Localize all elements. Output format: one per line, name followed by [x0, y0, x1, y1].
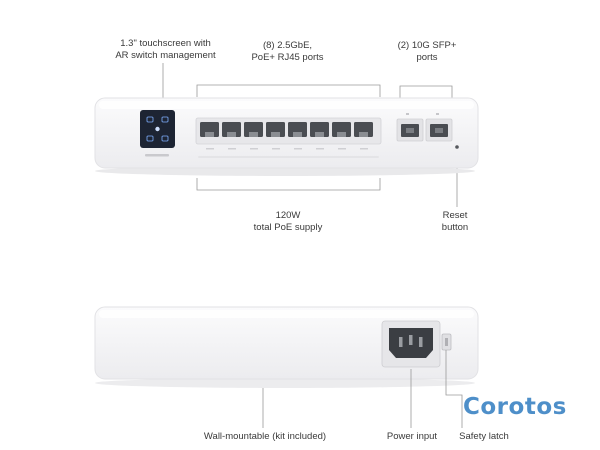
safety-latch[interactable]	[441, 333, 452, 351]
poe-callout: 120W total PoE supply	[238, 210, 338, 234]
poe-bracket	[196, 178, 381, 191]
rj45-label-line2: PoE+ RJ45 ports	[251, 52, 324, 63]
touchscreen-display[interactable]	[140, 110, 175, 148]
poe-label-line2: total PoE supply	[253, 222, 323, 233]
sfp-label-line1: (2) 10G SFP+	[397, 40, 457, 51]
reset-callout: Reset button	[430, 210, 480, 234]
front-leader-lines	[162, 63, 458, 207]
touchscreen-label-line1: 1.3" touchscreen with	[120, 38, 211, 49]
wall-mount-label: Wall-mountable (kit included)	[203, 431, 327, 442]
poe-label-line1: 120W	[275, 210, 301, 221]
rj45-ports	[195, 117, 382, 158]
poe-status-strip	[198, 156, 379, 158]
rj45-bracket	[196, 84, 381, 97]
back-leader-lines	[262, 350, 463, 428]
rj45-callout: (8) 2.5GbE, PoE+ RJ45 ports	[235, 40, 340, 64]
sfp-ports	[396, 113, 453, 142]
latch-leader	[445, 350, 463, 428]
switch-back-view	[94, 306, 479, 388]
reset-label-line2: button	[441, 222, 469, 233]
corotos-watermark: Corotos	[463, 394, 567, 420]
sfp-label-line2: ports	[416, 52, 438, 63]
touchscreen-label-line2: AR switch management	[115, 50, 216, 61]
switch-front-view	[94, 97, 479, 176]
touchscreen-callout: 1.3" touchscreen with AR switch manageme…	[108, 38, 223, 62]
power-input-label: Power input	[386, 431, 438, 442]
safety-latch-label: Safety latch	[459, 431, 509, 442]
rj45-port-row	[200, 122, 373, 137]
reset-button[interactable]	[455, 145, 459, 149]
reset-label-line1: Reset	[442, 210, 468, 221]
sfp-callout: (2) 10G SFP+ ports	[382, 40, 472, 64]
rj45-label-line1: (8) 2.5GbE,	[262, 40, 313, 51]
power-inlet	[381, 320, 441, 368]
sfp-bracket	[399, 85, 453, 98]
model-text-mark	[145, 154, 169, 157]
